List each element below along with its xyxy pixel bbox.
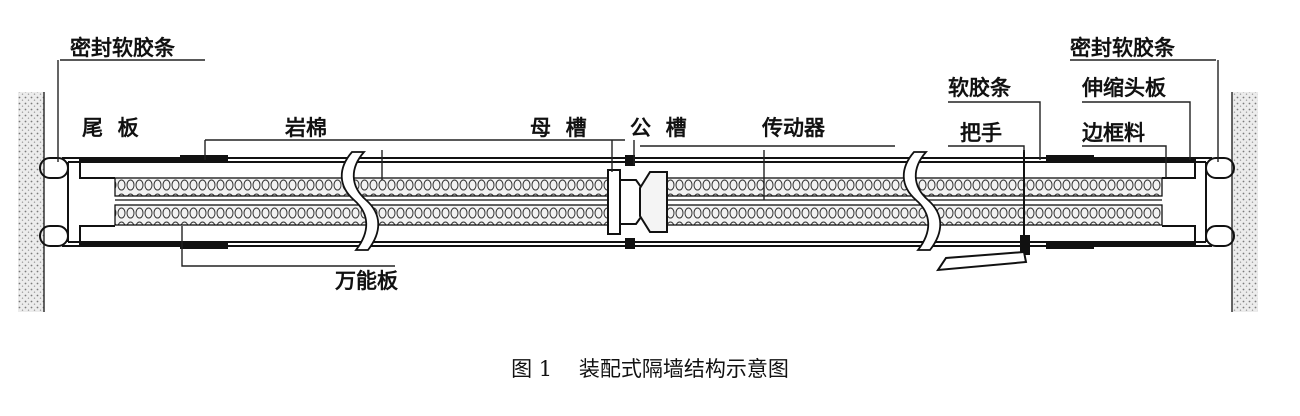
label-seal-strip-right: 密封软胶条 [1070,36,1176,60]
wall-panel-frame [62,157,1212,247]
label-male-groove: 公 槽 [630,116,687,140]
label-soft-rubber-strip: 软胶条 [948,76,1012,100]
universal-board-clips [180,155,1094,249]
label-universal-board: 万能板 [334,269,399,293]
handle [936,150,1030,272]
label-handle: 把手 [960,121,1002,145]
label-female-groove: 母 槽 [530,116,587,140]
label-actuator: 传动器 [761,116,826,140]
label-tail-board: 尾 板 [82,116,140,140]
label-rock-wool: 岩棉 [284,116,327,140]
leader-lines [57,59,1219,267]
label-telescopic-head-board: 伸缩头板 [1081,76,1167,100]
figure-caption: 图 1 装配式隔墙结构示意图 [511,357,789,381]
break-marks [340,151,942,251]
left-wall [18,92,44,312]
label-seal-strip-left: 密封软胶条 [70,36,176,60]
groove-joint [607,155,668,249]
label-frame-material: 边框料 [1082,121,1145,145]
right-wall [1232,92,1258,312]
